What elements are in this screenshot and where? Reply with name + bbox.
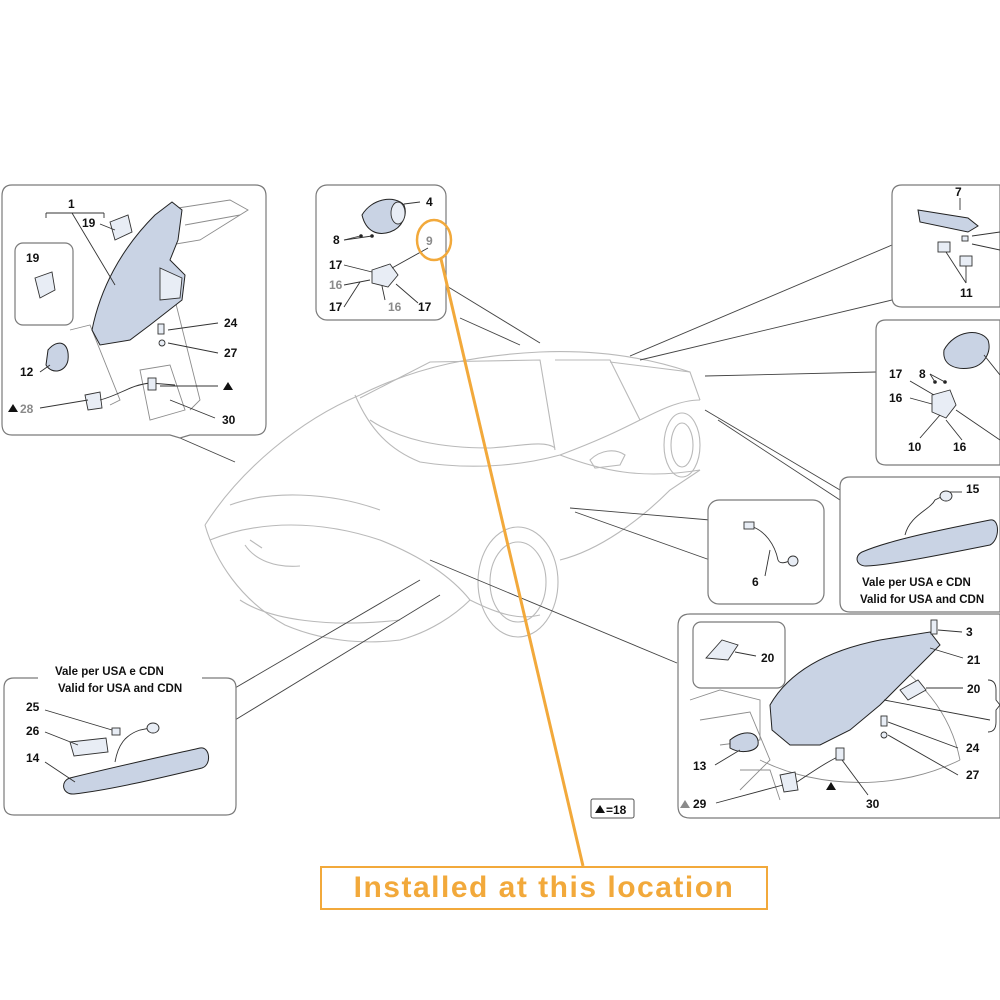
label-10: 10	[908, 440, 922, 454]
reflector-14	[63, 747, 209, 795]
cover-12	[45, 342, 69, 372]
note-usa-italian: Vale per USA e CDN	[862, 577, 971, 589]
connector-29	[779, 771, 799, 793]
gasket-26	[69, 737, 109, 757]
bracket-19	[109, 214, 133, 241]
panel-sensor: 4 9 8 17 16 17 16 17	[315, 184, 447, 321]
triangle-marker-icon	[595, 805, 605, 813]
label-27: 27	[966, 768, 980, 782]
legend: =18	[590, 798, 635, 819]
label-8: 8	[333, 233, 340, 247]
panel-third-brake-light: 7 11	[891, 184, 1000, 308]
car-outline	[204, 351, 701, 643]
triangle-marker-icon	[826, 782, 836, 790]
triangle-marker-icon	[680, 800, 690, 808]
label-7: 7	[955, 185, 962, 199]
highlight-marker	[415, 218, 585, 867]
connector-28	[84, 391, 103, 411]
bracket-9	[371, 263, 399, 288]
label-20-inset: 20	[761, 651, 775, 665]
legend-text: =18	[606, 803, 627, 817]
panel-sensor-right: 17 8 16 10 16	[875, 319, 1000, 466]
label-11: 11	[960, 286, 973, 300]
label-15: 15	[966, 482, 980, 496]
triangle-marker-icon	[8, 404, 18, 412]
caption-box: Installed at this location	[320, 866, 768, 910]
highlight-circle	[415, 218, 453, 262]
bracket-19-inset	[34, 271, 56, 299]
note-usa-english: Valid for USA and CDN	[58, 683, 182, 695]
bracket-20-inset	[705, 639, 739, 661]
label-30: 30	[222, 413, 236, 427]
reflector-15	[856, 519, 998, 567]
label-29: 29	[693, 797, 707, 811]
label-4: 4	[426, 195, 433, 209]
label-9: 9	[426, 234, 433, 248]
label-25: 25	[26, 700, 40, 714]
panel-rear-left-headlight: 1 19 19 24 27 12 28 30	[1, 184, 267, 439]
note-usa-italian: Vale per USA e CDN	[55, 666, 164, 678]
label-27: 27	[224, 346, 238, 360]
label-16: 16	[388, 300, 402, 314]
label-17: 17	[329, 300, 343, 314]
label-16: 16	[329, 278, 343, 292]
label-30: 30	[866, 797, 880, 811]
note-usa-english: Valid for USA and CDN	[860, 594, 984, 606]
caption-text: Installed at this location	[353, 871, 735, 904]
label-8: 8	[919, 367, 926, 381]
label-28: 28	[20, 402, 34, 416]
label-26: 26	[26, 724, 40, 738]
label-12: 12	[20, 365, 34, 379]
inset-20	[692, 621, 786, 689]
cover-13	[729, 732, 759, 753]
label-24: 24	[224, 316, 238, 330]
label-20: 20	[967, 682, 981, 696]
label-17: 17	[329, 258, 343, 272]
label-14: 14	[26, 751, 40, 765]
light-bar-7	[917, 209, 979, 233]
label-24: 24	[966, 741, 980, 755]
label-17: 17	[418, 300, 432, 314]
label-19-inset: 19	[26, 251, 40, 265]
headlight-unit	[91, 201, 186, 346]
bracket-20	[899, 679, 927, 701]
headlight-unit	[769, 631, 941, 746]
label-19: 19	[82, 216, 96, 230]
label-16: 16	[953, 440, 967, 454]
label-17: 17	[889, 367, 903, 381]
label-16: 16	[889, 391, 903, 405]
label-3: 3	[966, 625, 973, 639]
callout-lines	[179, 244, 893, 721]
panel-front-right-headlight: 3 20 21 20 24 27 13 29 30	[677, 613, 1000, 819]
label-6: 6	[752, 575, 759, 589]
panel-rear-reflector: 15 Vale per USA e CDN Valid for USA and …	[839, 476, 1000, 613]
bracket-10	[931, 389, 957, 419]
panel-front-reflector: Vale per USA e CDN Valid for USA and CDN…	[3, 666, 237, 816]
triangle-marker-icon	[223, 382, 233, 390]
label-21: 21	[967, 653, 981, 667]
highlight-leader	[439, 258, 585, 867]
label-13: 13	[693, 759, 707, 773]
panel-cable: 6	[707, 499, 825, 605]
label-1: 1	[68, 197, 75, 211]
